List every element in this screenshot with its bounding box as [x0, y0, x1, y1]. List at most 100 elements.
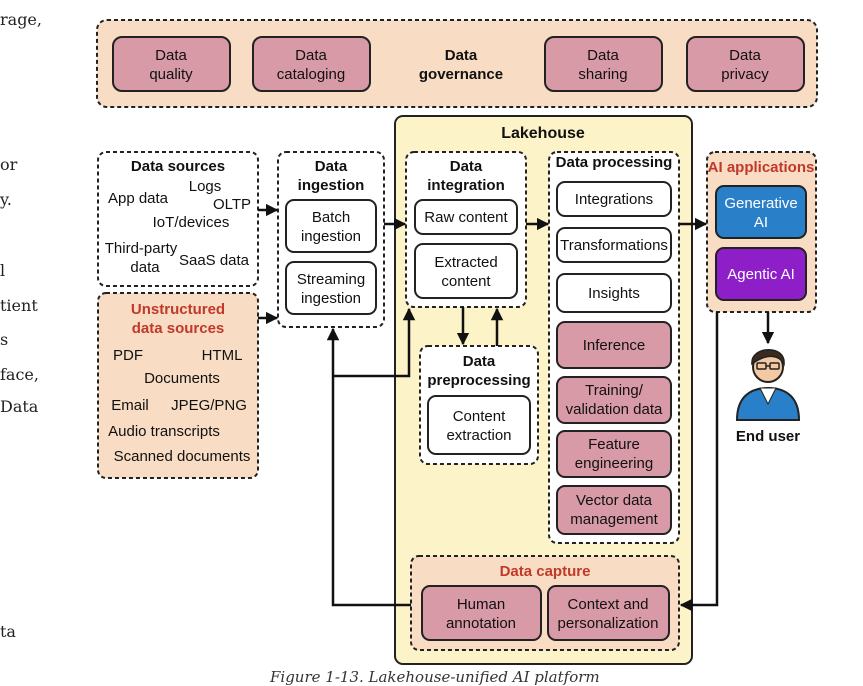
governance-item-privacy[interactable]: Data privacy — [686, 36, 805, 92]
batch-ingestion-box[interactable]: Batch ingestion — [285, 199, 377, 253]
ai-applications-box: AI applications Generative AI Agentic AI — [706, 151, 817, 313]
processing-item-label: Inference — [583, 337, 646, 354]
data-source-item: Logs — [189, 178, 222, 195]
unstructured-item: HTML — [202, 347, 243, 364]
margin-word: l — [0, 261, 6, 280]
human-annotation-box[interactable]: Human annotation — [421, 585, 542, 641]
figure-caption: Figure 1-13. Lakehouse-unified AI platfo… — [270, 668, 600, 686]
margin-word: ta — [0, 622, 16, 641]
processing-item-insights[interactable]: Insights — [556, 273, 672, 313]
processing-item-training-data[interactable]: Training/ validation data — [556, 376, 672, 424]
unstructured-item: JPEG/PNG — [171, 397, 247, 414]
unstructured-sources-box[interactable]: Unstructured data sources PDF HTML Docum… — [97, 292, 259, 479]
governance-title: Data — [445, 47, 478, 64]
processing-item-label: management — [570, 511, 658, 528]
governance-item-label: cataloging — [277, 66, 345, 83]
data-source-item: IoT/devices — [153, 214, 230, 231]
governance-item-label: Data — [587, 47, 619, 64]
content-extraction-label: Content — [453, 408, 506, 425]
data-source-item: data — [130, 259, 160, 276]
unstructured-title: Unstructured — [131, 301, 225, 318]
governance-item-label: Data — [729, 47, 761, 64]
batch-ingestion-label: ingestion — [301, 228, 361, 245]
margin-word: tient — [0, 296, 38, 315]
data-capture-box: Data capture Human annotation Context an… — [410, 555, 680, 651]
content-extraction-box[interactable]: Content extraction — [427, 395, 531, 455]
data-preprocessing-box: Data preprocessing Content extraction — [419, 345, 539, 465]
processing-item-transformations[interactable]: Transformations — [556, 227, 672, 263]
raw-content-box[interactable]: Raw content — [414, 199, 518, 235]
capture-item-label: Human — [457, 596, 505, 613]
governance-item-quality[interactable]: Data quality — [112, 36, 231, 92]
margin-word: y. — [0, 190, 12, 209]
context-personalization-box[interactable]: Context and personalization — [547, 585, 670, 641]
processing-item-label: validation data — [566, 401, 663, 418]
governance-band: Data quality Data cataloging Data govern… — [96, 19, 818, 108]
margin-word: or — [0, 155, 18, 174]
preprocessing-title: Data — [463, 353, 496, 370]
governance-title: governance — [419, 66, 503, 83]
processing-item-inference[interactable]: Inference — [556, 321, 672, 369]
processing-item-label: Feature — [588, 436, 640, 453]
processing-item-label: Training/ — [585, 382, 644, 399]
batch-ingestion-label: Batch — [312, 209, 350, 226]
lakehouse-title: Lakehouse — [501, 125, 585, 142]
data-source-item: OLTP — [213, 196, 251, 213]
streaming-ingestion-label: ingestion — [301, 290, 361, 307]
data-source-item: App data — [108, 190, 169, 207]
processing-title: Data processing — [556, 154, 673, 171]
streaming-ingestion-box[interactable]: Streaming ingestion — [285, 261, 377, 315]
margin-word: s — [0, 330, 9, 349]
data-sources-title: Data sources — [131, 158, 225, 175]
ingestion-title: ingestion — [298, 177, 365, 194]
governance-item-cataloging[interactable]: Data cataloging — [252, 36, 371, 92]
data-source-item: SaaS data — [179, 252, 250, 269]
governance-item-sharing[interactable]: Data sharing — [544, 36, 663, 92]
data-ingestion-box: Data ingestion Batch ingestion Streaming… — [277, 151, 385, 328]
arrow-feedback-to-integration — [333, 307, 416, 378]
extracted-content-box[interactable]: Extracted content — [414, 243, 518, 299]
governance-item-label: sharing — [578, 66, 627, 83]
extracted-content-label: Extracted — [434, 254, 497, 271]
page-margin-text: rage, or y. l tient s face, Data ta — [0, 0, 90, 682]
unstructured-item: Scanned documents — [114, 448, 251, 465]
unstructured-item: Documents — [144, 370, 220, 387]
generative-ai-box[interactable]: Generative AI — [715, 185, 807, 239]
unstructured-item: Audio transcripts — [108, 423, 220, 440]
data-source-item: Third-party — [105, 240, 178, 257]
governance-item-label: quality — [149, 66, 193, 83]
integration-title: integration — [427, 177, 505, 194]
capture-item-label: Context and — [568, 596, 649, 613]
unstructured-item: PDF — [113, 347, 143, 364]
processing-item-label: Transformations — [560, 237, 668, 254]
processing-item-vector-data[interactable]: Vector data management — [556, 485, 672, 535]
preprocessing-title: preprocessing — [427, 372, 530, 389]
processing-item-feature-engineering[interactable]: Feature engineering — [556, 430, 672, 478]
governance-item-label: Data — [155, 47, 187, 64]
raw-content-label: Raw content — [424, 209, 508, 226]
arrow-ai-apps-to-capture — [679, 312, 719, 612]
generative-ai-label: Generative — [724, 195, 797, 212]
capture-item-label: annotation — [446, 615, 516, 632]
data-sources-box[interactable]: Data sources App data Logs OLTP IoT/devi… — [97, 151, 259, 287]
capture-item-label: personalization — [558, 615, 659, 632]
agentic-ai-box[interactable]: Agentic AI — [715, 247, 807, 301]
unstructured-item: Email — [111, 397, 149, 414]
streaming-ingestion-label: Streaming — [297, 271, 365, 288]
governance-item-label: Data — [295, 47, 327, 64]
end-user-icon — [735, 349, 801, 421]
margin-word: Data — [0, 397, 39, 416]
processing-item-integrations[interactable]: Integrations — [556, 181, 672, 217]
flow-arrows — [258, 203, 775, 612]
data-integration-box: Data integration Raw content Extracted c… — [405, 151, 527, 308]
content-extraction-label: extraction — [446, 427, 511, 444]
unstructured-title: data sources — [132, 320, 225, 337]
processing-item-label: Insights — [588, 285, 640, 302]
extracted-content-label: content — [441, 273, 491, 290]
ingestion-title: Data — [315, 158, 348, 175]
processing-item-label: Integrations — [575, 191, 653, 208]
arrow-capture-to-ingestion — [326, 327, 411, 607]
governance-item-label: privacy — [721, 66, 769, 83]
agentic-ai-label: Agentic AI — [727, 266, 795, 283]
